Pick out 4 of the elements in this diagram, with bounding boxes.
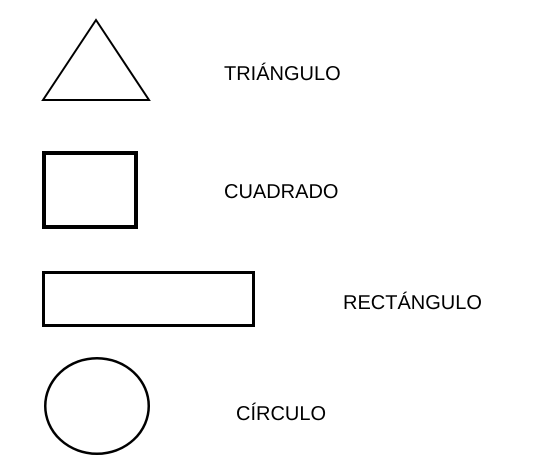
shape-name-label: CÍRCULO bbox=[236, 402, 326, 426]
shape-name-label: CUADRADO bbox=[224, 180, 338, 204]
shape-name-label: RECTÁNGULO bbox=[343, 291, 482, 315]
shape-name-label: TRIÁNGULO bbox=[224, 62, 341, 86]
